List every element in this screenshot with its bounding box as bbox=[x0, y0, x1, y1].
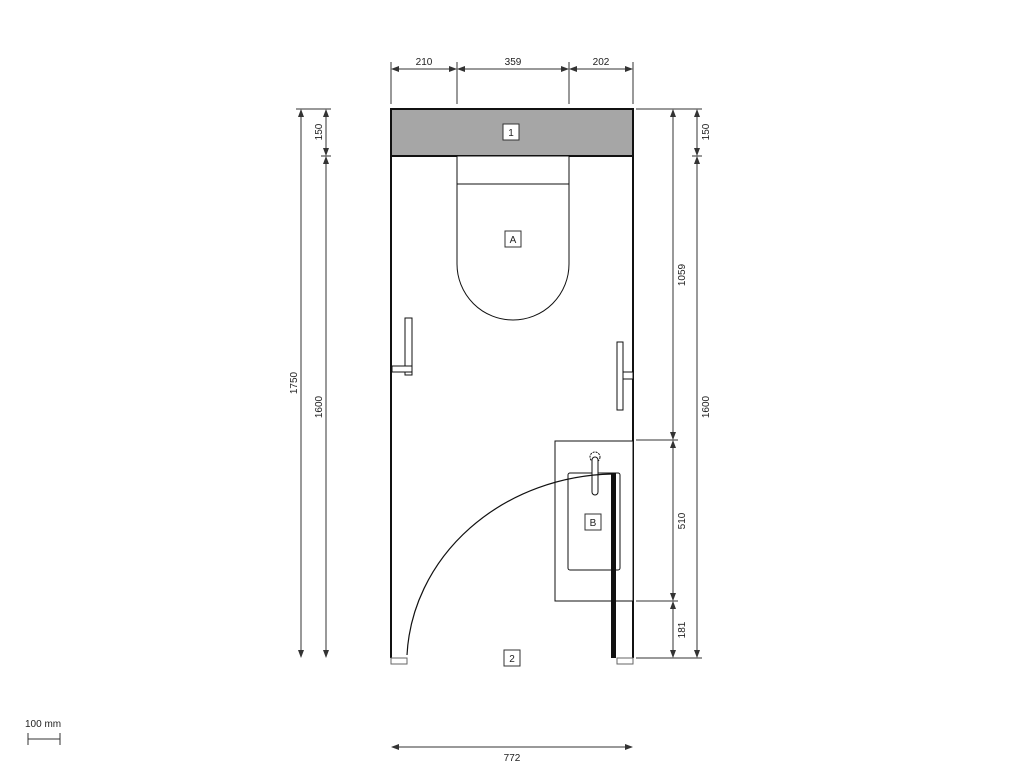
svg-text:1: 1 bbox=[508, 128, 514, 139]
scale-label: 100 mm bbox=[25, 719, 61, 730]
bottom-dimension: 772 bbox=[391, 744, 633, 764]
tag-toilet: A bbox=[504, 230, 522, 248]
dim-510: 510 bbox=[677, 512, 688, 529]
grab-rail-left bbox=[391, 317, 413, 376]
dim-150-right: 150 bbox=[701, 123, 712, 140]
svg-text:B: B bbox=[590, 518, 597, 529]
dim-202: 202 bbox=[593, 57, 610, 68]
dim-1750: 1750 bbox=[289, 371, 300, 394]
door-jamb-left bbox=[390, 657, 408, 665]
top-dimensions: 210 359 202 bbox=[390, 57, 634, 104]
dim-210: 210 bbox=[416, 57, 433, 68]
dim-359: 359 bbox=[505, 57, 522, 68]
door-swing-arc bbox=[406, 473, 613, 656]
left-dimensions: 1750 150 1600 bbox=[289, 108, 331, 658]
dim-772: 772 bbox=[504, 753, 521, 764]
vanity[interactable] bbox=[554, 440, 634, 602]
tag-door: 2 bbox=[503, 649, 521, 667]
door[interactable] bbox=[406, 473, 616, 658]
svg-text:A: A bbox=[510, 235, 517, 246]
dim-150-left: 150 bbox=[314, 123, 325, 140]
svg-text:2: 2 bbox=[509, 654, 515, 665]
right-dimensions: 1059 510 181 150 1600 bbox=[636, 108, 712, 659]
dim-1059: 1059 bbox=[677, 263, 688, 286]
scale-bar: 100 mm bbox=[25, 719, 61, 745]
tag-wall: 1 bbox=[502, 123, 520, 141]
door-leaf bbox=[611, 473, 616, 658]
dim-1600-right: 1600 bbox=[701, 395, 712, 418]
dim-181: 181 bbox=[677, 621, 688, 638]
dim-1600-left: 1600 bbox=[314, 395, 325, 418]
door-jamb-right bbox=[616, 657, 634, 665]
grab-rail-right bbox=[616, 341, 634, 411]
toilet[interactable] bbox=[456, 155, 570, 321]
tag-vanity: B bbox=[584, 513, 602, 531]
